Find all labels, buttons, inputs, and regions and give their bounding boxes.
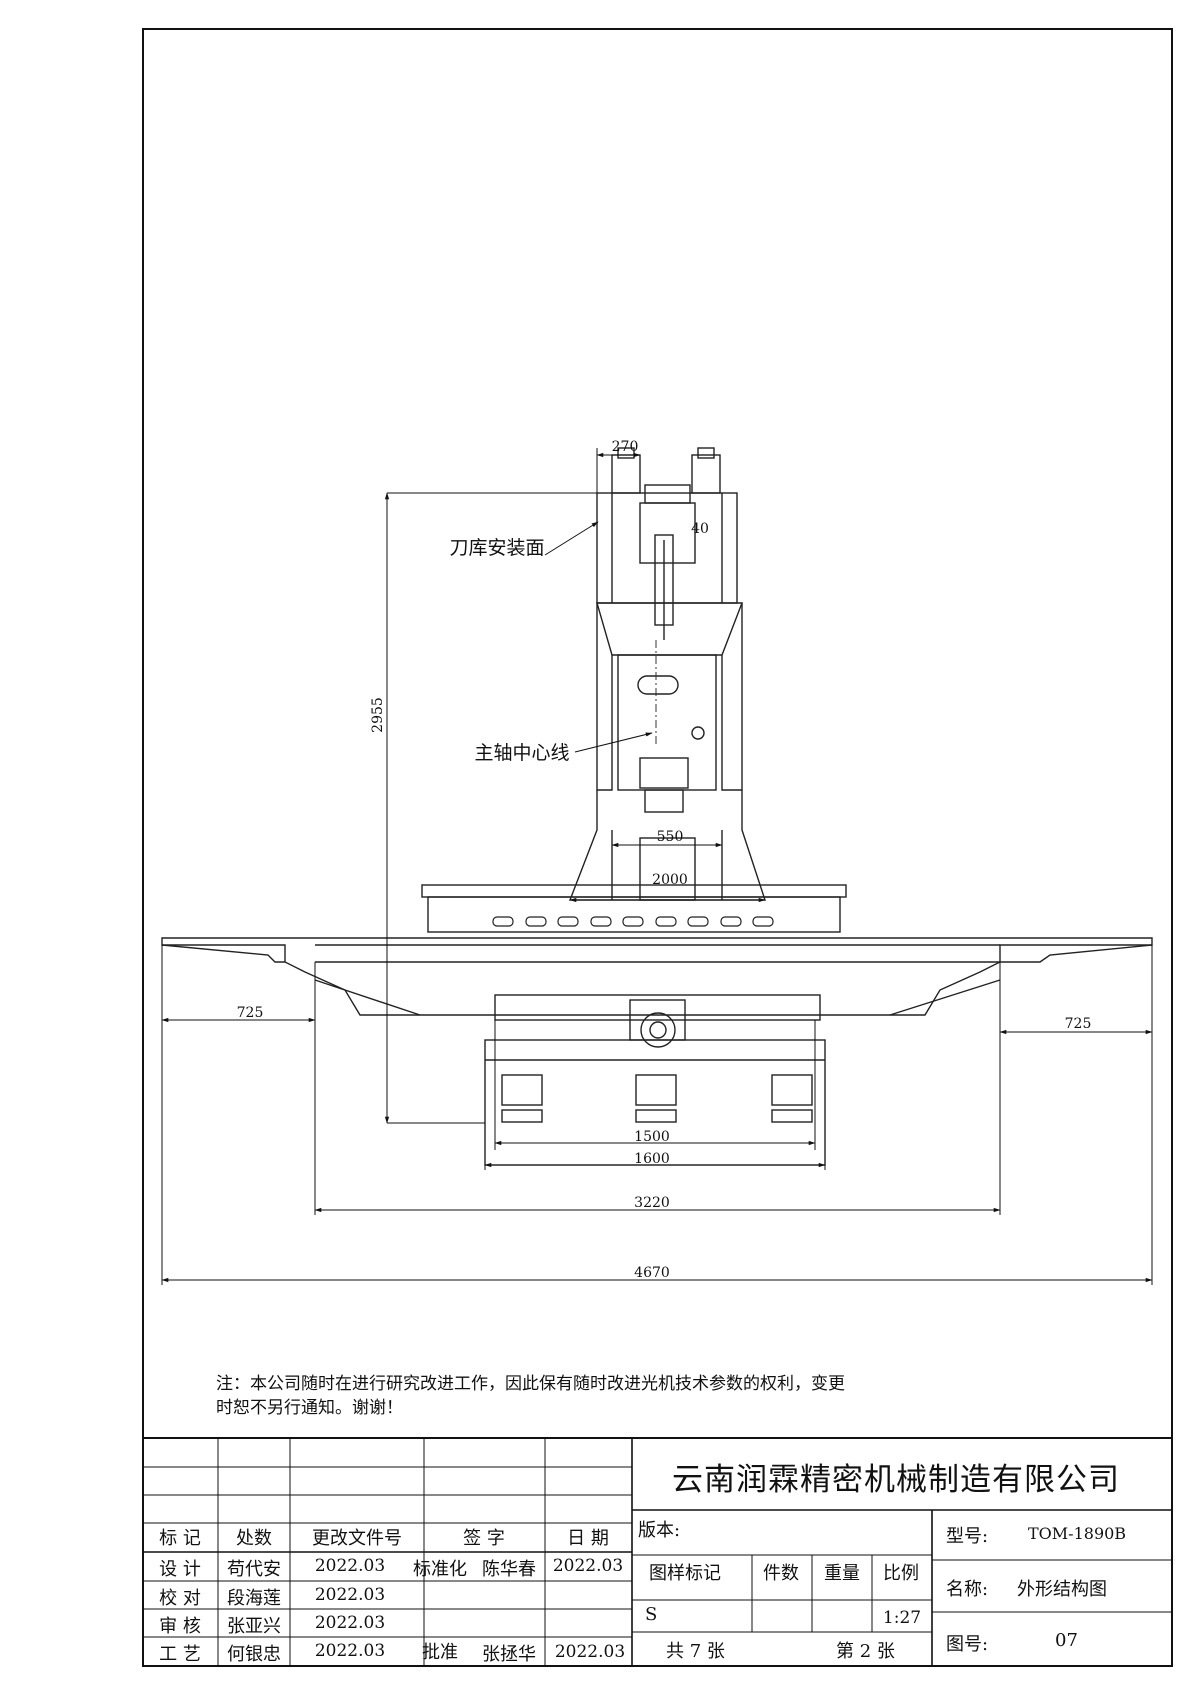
machine-outline: [161, 447, 1153, 1166]
row3-role: 审 核: [159, 1616, 201, 1637]
scale-value: 1:27: [882, 1608, 922, 1628]
label-spindle-center: 主轴中心线: [474, 742, 569, 764]
row2-date: 2022.03: [314, 1585, 386, 1605]
row4-date: 2022.03: [314, 1641, 386, 1661]
row2-name: 段海莲: [227, 1588, 281, 1609]
leader-magazine: [544, 521, 599, 556]
row4-date2: 2022.03: [554, 1642, 626, 1662]
row4-name2: 张拯华: [482, 1644, 536, 1665]
header-mark: 标 记: [159, 1528, 201, 1549]
name-value: 外形结构图: [1017, 1579, 1107, 1600]
row1-date: 2022.03: [314, 1556, 386, 1576]
total-sheets: 共 7 张: [666, 1641, 725, 1662]
quantity-label: 件数: [763, 1563, 799, 1584]
row2-role: 校 对: [159, 1588, 201, 1609]
header-change-doc: 更改文件号: [312, 1528, 402, 1549]
sample-mark-value: S: [645, 1604, 658, 1625]
row1-name: 苟代安: [227, 1559, 281, 1580]
label-magazine-face: 刀库安装面: [449, 537, 544, 559]
dim-725-right: 725: [1065, 1016, 1092, 1032]
dim-4670: 4670: [634, 1265, 670, 1281]
row1-name2: 陈华春: [482, 1559, 536, 1580]
drawing-no-value: 07: [1055, 1630, 1078, 1651]
company-name: 云南润霖精密机械制造有限公司: [672, 1462, 1120, 1498]
sheet-number: 第 2 张: [836, 1641, 895, 1662]
dim-3220: 3220: [634, 1195, 670, 1211]
model-label: 型号:: [946, 1526, 989, 1547]
dim-1500: 1500: [634, 1129, 670, 1145]
dim-40: 40: [691, 521, 709, 537]
dim-2000: 2000: [652, 872, 688, 888]
title-block-grid: [142, 1437, 1173, 1667]
header-signature: 签 字: [463, 1528, 505, 1549]
row4-name: 何银忠: [227, 1644, 281, 1665]
drawing-frame: [142, 28, 1173, 1667]
drawing-no-label: 图号:: [946, 1634, 989, 1655]
notice-text: 注：本公司随时在进行研究改进工作，因此保有随时改进光机技术参数的权利，变更 时恕…: [216, 1372, 976, 1420]
dim-270: 270: [612, 439, 639, 455]
row1-role2: 标准化: [413, 1559, 467, 1580]
version-label: 版本:: [638, 1520, 681, 1541]
scale-label: 比例: [883, 1563, 919, 1584]
model-value: TOM-1890B: [1028, 1524, 1127, 1543]
row3-date: 2022.03: [314, 1613, 386, 1633]
dim-725-left: 725: [237, 1005, 264, 1021]
row1-date2: 2022.03: [552, 1556, 624, 1576]
leader-spindle: [574, 732, 653, 753]
dimension-lines: [161, 448, 1153, 1285]
row4-role: 工 艺: [159, 1644, 201, 1665]
row1-role: 设 计: [159, 1559, 201, 1580]
header-date: 日 期: [567, 1528, 609, 1549]
row3-name: 张亚兴: [227, 1616, 281, 1637]
dim-550: 550: [657, 829, 684, 845]
header-places: 处数: [236, 1528, 272, 1549]
row4-role2: 批准: [422, 1642, 458, 1663]
weight-label: 重量: [824, 1563, 860, 1584]
sample-mark-label: 图样标记: [649, 1563, 721, 1584]
notice-line-1: 注：本公司随时在进行研究改进工作，因此保有随时改进光机技术参数的权利，变更: [216, 1374, 845, 1394]
notice-line-2: 时恕不另行通知。谢谢！: [216, 1398, 403, 1418]
dim-1600: 1600: [634, 1151, 670, 1167]
dim-2955: 2955: [370, 697, 386, 733]
name-label: 名称:: [946, 1579, 989, 1600]
